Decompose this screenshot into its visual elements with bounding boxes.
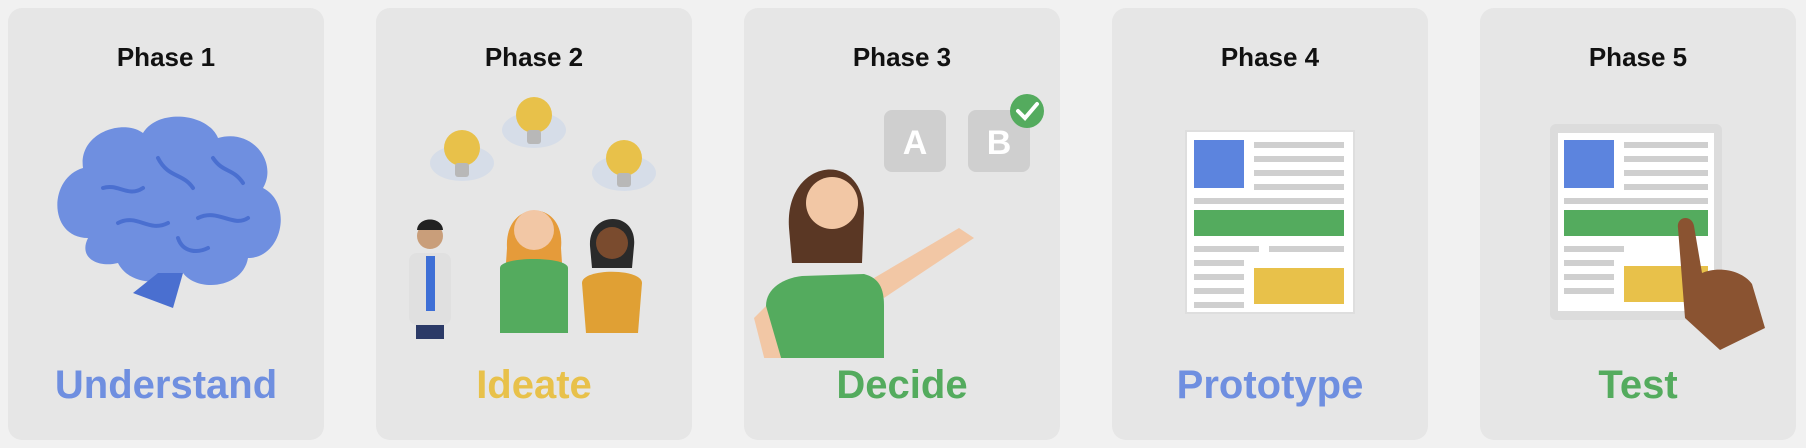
check-icon <box>1010 94 1044 128</box>
phase-card-3: Phase 3 A B Decide <box>744 8 1060 440</box>
phase-card-1: Phase 1 Understand <box>8 8 324 440</box>
choose-ab-icon: A B <box>754 94 1044 358</box>
phase-title: Prototype <box>1176 363 1364 407</box>
phase-card-2: Phase 2 <box>376 8 692 440</box>
hand-icon <box>1677 217 1765 350</box>
phase-label: Phase 1 <box>116 42 216 72</box>
person-deciding <box>754 169 974 358</box>
phase-label: Phase 2 <box>484 42 584 72</box>
lightbulb-icon <box>592 140 656 191</box>
option-b-box <box>968 110 1030 172</box>
phase-title: Understand <box>54 363 278 407</box>
phase-title: Test <box>1598 363 1678 407</box>
team-lightbulbs-icon <box>409 97 656 339</box>
brain-icon <box>57 116 281 308</box>
phase-title: Decide <box>836 363 968 407</box>
lightbulb-icon <box>502 97 566 148</box>
person-right <box>582 219 642 333</box>
phase-label: Phase 5 <box>1588 42 1688 72</box>
phase-title: Ideate <box>476 363 592 407</box>
phase-card-5: Phase 5 Test <box>1480 8 1796 440</box>
option-b-label: B <box>987 124 1012 162</box>
phase-card-4: Phase 4 Prototype <box>1112 8 1428 440</box>
phase-label: Phase 4 <box>1220 42 1320 72</box>
lightbulb-icon <box>430 130 494 181</box>
wireframe-icon <box>1185 130 1355 314</box>
phase-label: Phase 3 <box>852 42 952 72</box>
person-left <box>409 219 451 339</box>
tablet-tap-icon <box>1550 124 1765 350</box>
person-center <box>500 210 568 333</box>
option-a-label: A <box>903 124 928 162</box>
option-a-box <box>884 110 946 172</box>
